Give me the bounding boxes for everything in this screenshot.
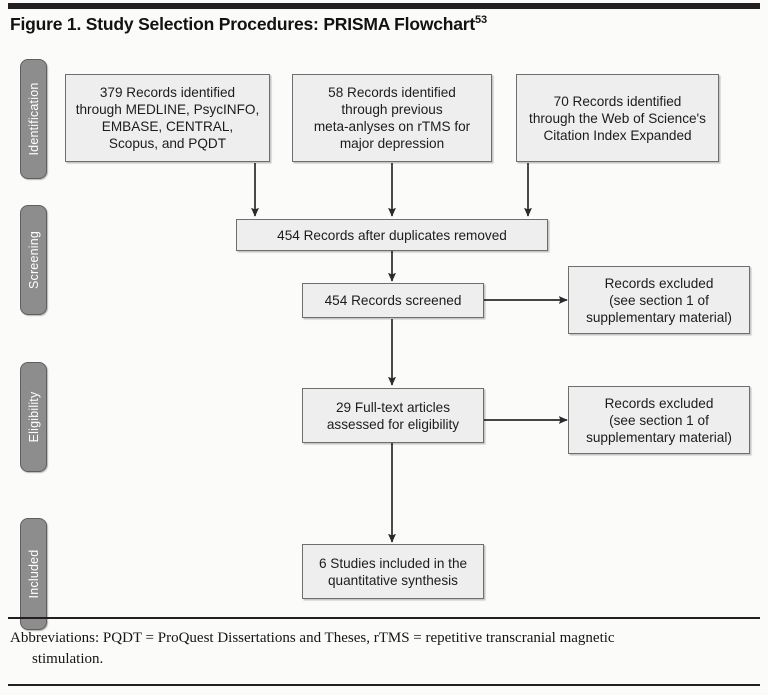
footnote-line-2: stimulation. xyxy=(32,651,104,667)
stage-label-included: Included xyxy=(26,549,41,599)
stage-pill-eligibility: Eligibility xyxy=(20,362,47,472)
stage-pill-included: Included xyxy=(20,518,47,630)
stage-pill-screening: Screening xyxy=(20,205,47,315)
box-records-identified-web-of-science: 70 Records identified through the Web of… xyxy=(516,74,719,162)
box-records-excluded-eligibility: Records excluded (see section 1 of suppl… xyxy=(568,386,750,454)
box-records-after-duplicates-removed: 454 Records after duplicates removed xyxy=(236,219,548,251)
stage-label-screening: Screening xyxy=(26,230,41,290)
box-studies-included: 6 Studies included in the quantitative s… xyxy=(302,544,484,599)
box-records-identified-databases: 379 Records identified through MEDLINE, … xyxy=(65,74,270,162)
stage-pill-identification: Identification xyxy=(20,59,47,179)
figure-title: Figure 1. Study Selection Procedures: PR… xyxy=(10,14,487,35)
figure-title-superscript: 53 xyxy=(475,14,487,27)
figure-title-text: Figure 1. Study Selection Procedures: PR… xyxy=(10,14,476,34)
stage-label-eligibility: Eligibility xyxy=(26,391,41,443)
footnote-top-rule xyxy=(8,617,760,619)
top-rule xyxy=(8,3,760,9)
box-fulltext-articles-assessed: 29 Full-text articles assessed for eligi… xyxy=(302,388,484,443)
abbreviations-footnote: Abbreviations: PQDT = ProQuest Dissertat… xyxy=(10,628,758,670)
box-records-excluded-screening: Records excluded (see section 1 of suppl… xyxy=(568,266,750,334)
box-records-screened: 454 Records screened xyxy=(302,283,484,318)
box-records-identified-previous-meta: 58 Records identified through previous m… xyxy=(292,74,492,162)
bottom-rule xyxy=(8,684,760,686)
footnote-line-1: Abbreviations: PQDT = ProQuest Dissertat… xyxy=(10,630,615,646)
stage-label-identification: Identification xyxy=(26,82,41,156)
